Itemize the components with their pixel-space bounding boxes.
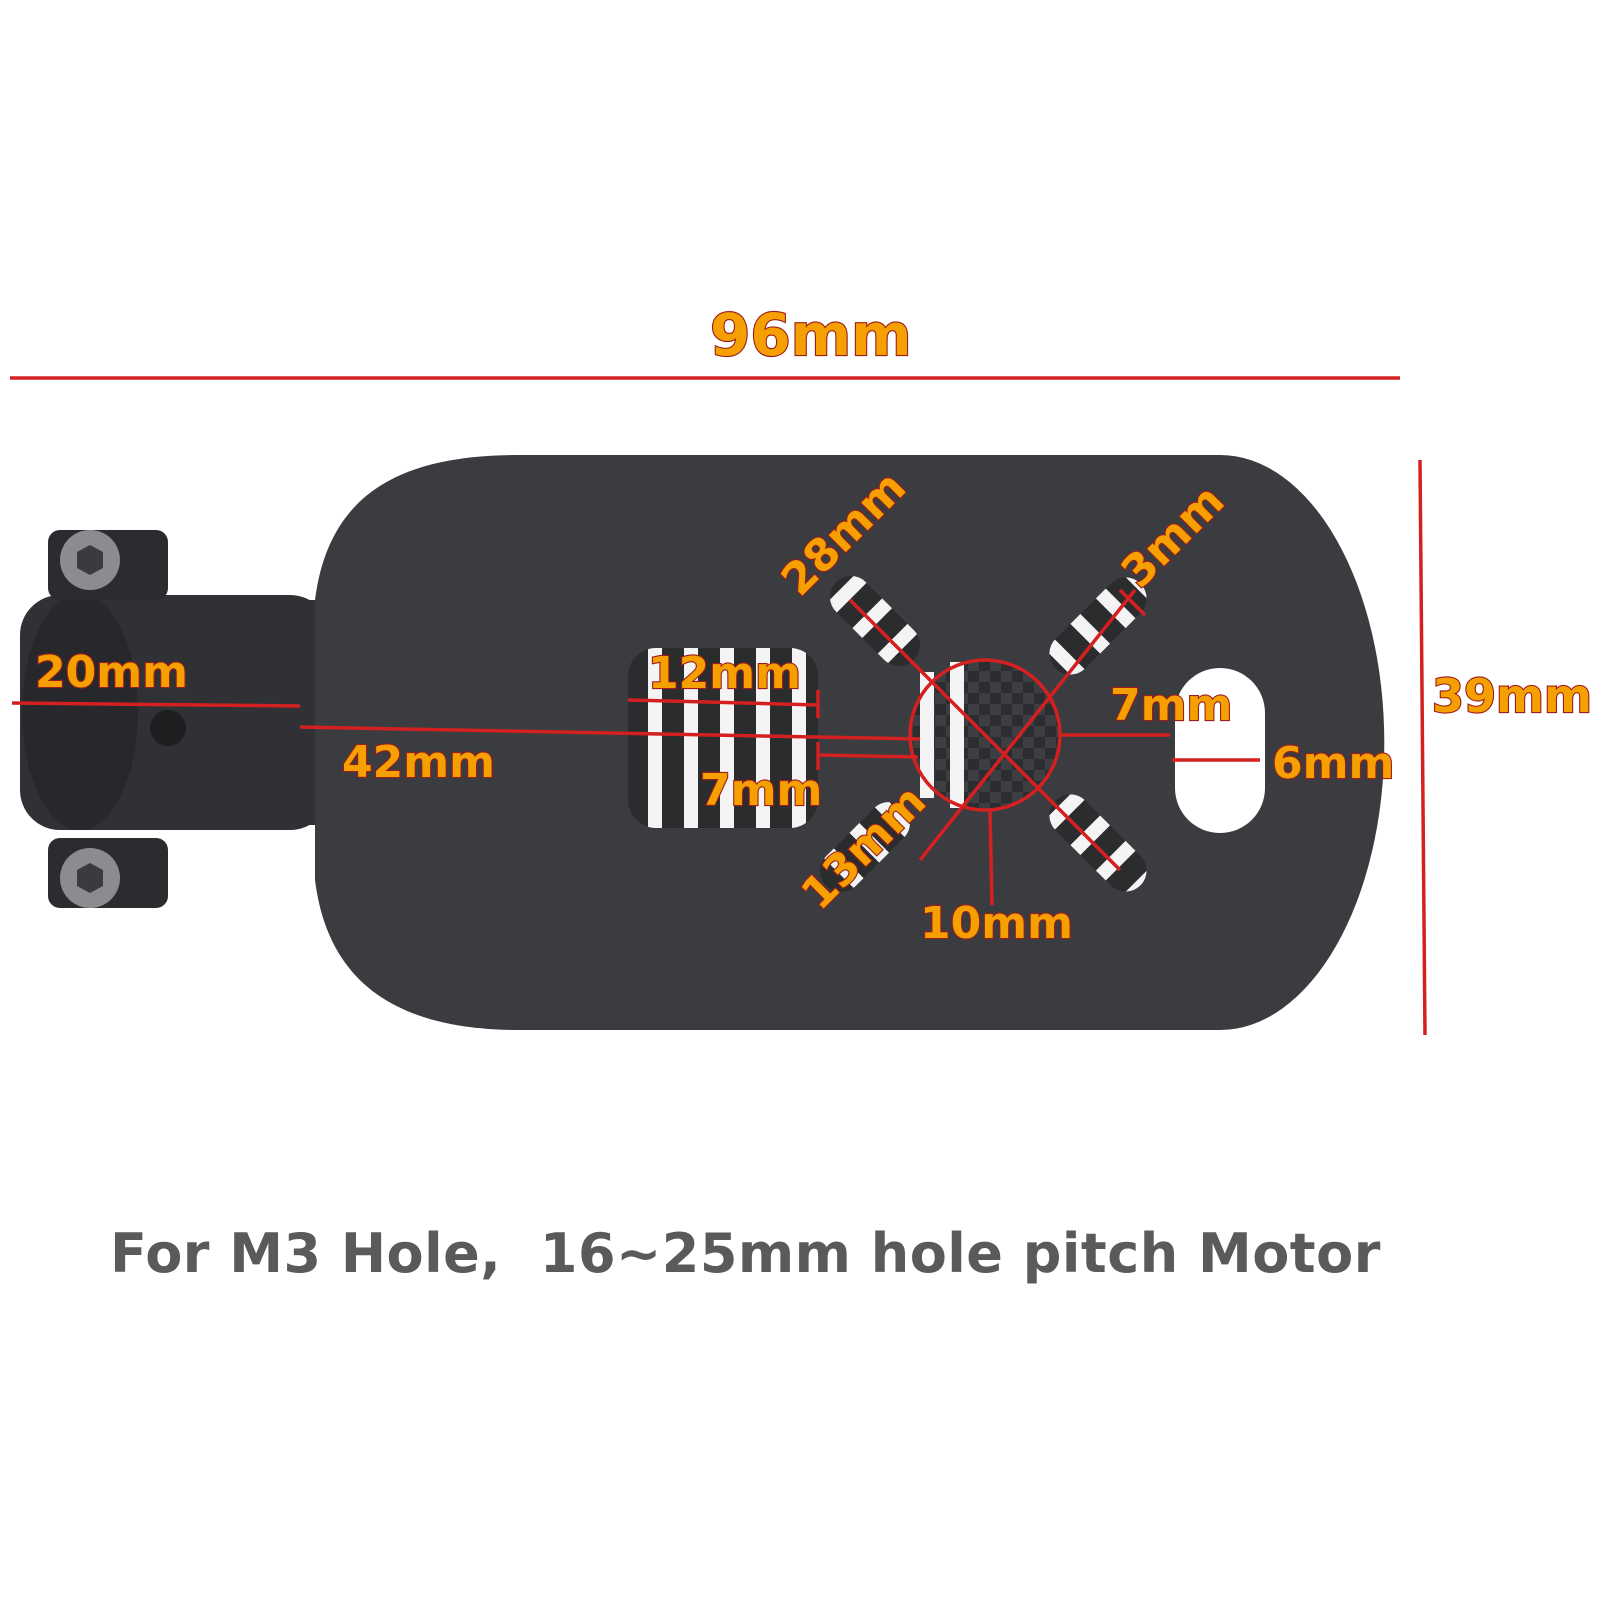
dim-line-10 [988,809,994,906]
center-hole-stripe-1 [950,662,964,808]
oval-slot [1175,668,1265,833]
dimension-lines [10,376,1427,1036]
slot-top-left [829,575,921,667]
label-7mm-right: 7mm [1110,680,1232,731]
dim-line-39 [1418,459,1427,1036]
tube-hole [150,710,186,746]
label-7mm-left: 7mm [700,765,822,816]
center-hole-stripe-2 [920,672,934,798]
dim-diagonal-28 [848,598,1122,872]
slot-bottom-right [1049,794,1147,892]
label-6mm: 6mm [1272,738,1394,789]
square-cutout [628,648,818,828]
dim-line-7-left [817,753,919,759]
slot-bottom-left [819,801,911,893]
hex-socket-top-icon [77,545,103,575]
mount-plate [315,455,1385,1030]
dim-line-3 [1118,588,1147,617]
tube-end [22,594,138,830]
product-caption: For M3 Hole, 16~25mm hole pitch Motor [110,1222,1381,1285]
label-42mm: 42mm [342,737,495,788]
label-12mm: 12mm [648,648,801,699]
slot-top-right [1049,577,1147,675]
label-20mm: 20mm [35,647,188,698]
dim-line-12 [627,698,819,707]
dim-line-20 [11,701,301,708]
label-96mm: 96mm [710,301,912,369]
tube-clamp [20,530,350,908]
dim-line-42 [299,725,921,741]
label-10mm: 10mm [920,898,1073,949]
label-39mm: 39mm [1432,669,1592,723]
hex-socket-bottom-icon [77,863,103,893]
dim-diagonal-2 [918,588,1137,862]
